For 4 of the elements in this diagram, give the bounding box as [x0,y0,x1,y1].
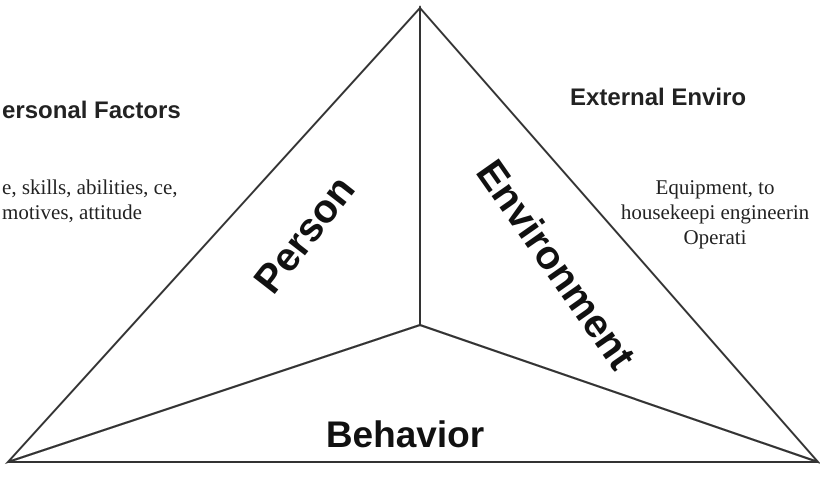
heading: ersonal Factors [2,97,181,125]
description-text: e, skills, abilities, ce, motives, attitude [2,175,179,225]
heading: External Enviro [570,84,746,112]
segment-label: Behavior [326,414,484,456]
